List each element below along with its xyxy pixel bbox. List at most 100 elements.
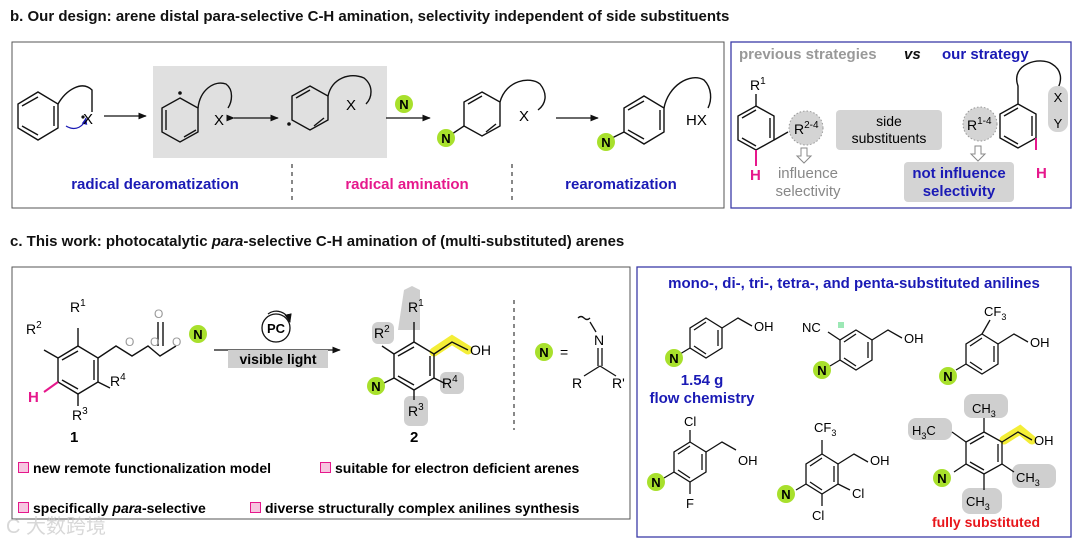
- o3: O: [150, 335, 159, 349]
- s4-oh: OH: [738, 453, 758, 468]
- stage-rearomatization: rearomatization: [565, 176, 677, 193]
- pc-label: PC: [267, 321, 286, 336]
- header-c-em: para: [211, 233, 244, 250]
- s3-n: N: [943, 369, 952, 384]
- electron-arrow-icon: [65, 117, 88, 130]
- def-eq: =: [560, 344, 568, 360]
- notinf-2: selectivity: [923, 183, 996, 200]
- s2-n: N: [817, 363, 826, 378]
- s1-n: N: [669, 351, 678, 366]
- bullet-icon: [18, 462, 29, 473]
- x-label-4: X: [519, 108, 529, 125]
- s6-h3c: H3C: [912, 423, 936, 441]
- product-compound: [381, 322, 469, 400]
- p-n: N: [371, 379, 380, 394]
- s5-cl2: Cl: [812, 508, 824, 523]
- feature-2-text: suitable for electron deficient arenes: [335, 460, 580, 476]
- def-n: N: [539, 345, 548, 360]
- sm-r1: R1: [70, 298, 86, 315]
- s6-n: N: [937, 471, 946, 486]
- s5-cf3: CF3: [814, 420, 836, 438]
- s5-cl: Cl: [852, 486, 864, 501]
- o4: O: [172, 335, 181, 349]
- scope-compound-4: [663, 430, 737, 494]
- scale-2: flow chemistry: [649, 390, 755, 407]
- x-label-1: X: [83, 111, 93, 128]
- p-r3: R3: [408, 402, 424, 419]
- xy-y: Y: [1054, 116, 1063, 131]
- our-strategy: our strategy: [942, 46, 1029, 63]
- feature-4-text: diverse structurally complex anilines sy…: [265, 500, 580, 516]
- x-label-3: X: [346, 97, 356, 114]
- feature-3-em: para: [112, 500, 142, 516]
- visible-light: visible light: [239, 351, 316, 367]
- down-arrow-icon-1: [795, 147, 813, 164]
- n-prod-1: N: [441, 131, 450, 146]
- benzene-start: [17, 85, 93, 141]
- prev-strategies: previous strategies: [739, 46, 877, 63]
- watermark-logo: C 大数跨境: [6, 516, 106, 538]
- s4-n: N: [651, 475, 660, 490]
- feature-2: suitable for electron deficient arenes: [320, 460, 579, 476]
- radical-intermediate-2: [291, 75, 372, 131]
- compound-2: 2: [410, 429, 418, 446]
- x-label-2: X: [214, 112, 224, 129]
- feature-4: diverse structurally complex anilines sy…: [250, 500, 579, 516]
- influence-1: influence: [778, 165, 838, 182]
- s6-ch3-bottom: CH3: [966, 494, 990, 512]
- visible-light-box: [228, 350, 328, 368]
- section-b-header: b. Our design: arene distal para-selecti…: [10, 8, 730, 25]
- scope-compound-1: [679, 317, 753, 359]
- p-r4: R4: [442, 374, 458, 391]
- side-substituents-box: [836, 110, 942, 150]
- product-aniline: [611, 77, 712, 145]
- s5-oh: OH: [870, 453, 890, 468]
- n-prod-2: N: [601, 135, 610, 150]
- s1-oh: OH: [754, 319, 774, 334]
- not-influence-box: [904, 162, 1014, 202]
- side-2: substituents: [852, 130, 927, 146]
- s6-oh: OH: [1034, 433, 1054, 448]
- n-reagent: N: [399, 97, 408, 112]
- compound-1: 1: [70, 429, 78, 446]
- scope-compound-2: [827, 329, 903, 371]
- xy-x: X: [1054, 90, 1063, 105]
- scope-compound-5: [795, 440, 869, 506]
- frame-b-left: [11, 41, 725, 209]
- bullet-icon: [320, 462, 331, 473]
- starting-material: [43, 322, 177, 406]
- notinf-1: not influence: [912, 165, 1005, 182]
- s4-f: F: [686, 496, 694, 511]
- bullet-icon: [250, 502, 261, 513]
- scope-title: mono-, di-, tri-, tetra-, and penta-subs…: [668, 275, 1040, 292]
- p-oh: OH: [470, 342, 491, 358]
- prev-r24: R2-4: [794, 120, 819, 137]
- h-left: H: [750, 167, 761, 184]
- sm-h: H: [28, 389, 39, 406]
- imine-structure: [577, 315, 617, 377]
- aminated-intermediate: [451, 79, 546, 137]
- s6-ch3-right: CH3: [1016, 470, 1040, 488]
- sm-n: N: [193, 327, 202, 342]
- pc-circle: [261, 313, 291, 343]
- scope-compound-6: [951, 418, 1033, 490]
- sm-r3: R3: [72, 406, 88, 423]
- s3-cf3: CF3: [984, 304, 1006, 322]
- fully-substituted: fully substituted: [932, 514, 1040, 530]
- hx-label: HX: [686, 112, 707, 129]
- scale-1: 1.54 g: [681, 372, 724, 389]
- s3-oh: OH: [1030, 335, 1050, 350]
- s2-nc: NC: [802, 320, 821, 335]
- radical-intermediate-1: [161, 82, 233, 143]
- p-r1: R1: [408, 298, 424, 315]
- our-benzene: [999, 60, 1062, 149]
- frame-c-left: [11, 266, 631, 520]
- stage-dearomatization: radical dearomatization: [71, 176, 239, 193]
- prev-r1: R1: [750, 76, 766, 93]
- stage-amination: radical amination: [345, 176, 468, 193]
- p-r2: R2: [374, 324, 390, 341]
- side-1: side: [876, 113, 902, 129]
- sm-r4: R4: [110, 372, 126, 389]
- s2-oh: OH: [904, 331, 924, 346]
- scope-compound-3: [955, 319, 1029, 375]
